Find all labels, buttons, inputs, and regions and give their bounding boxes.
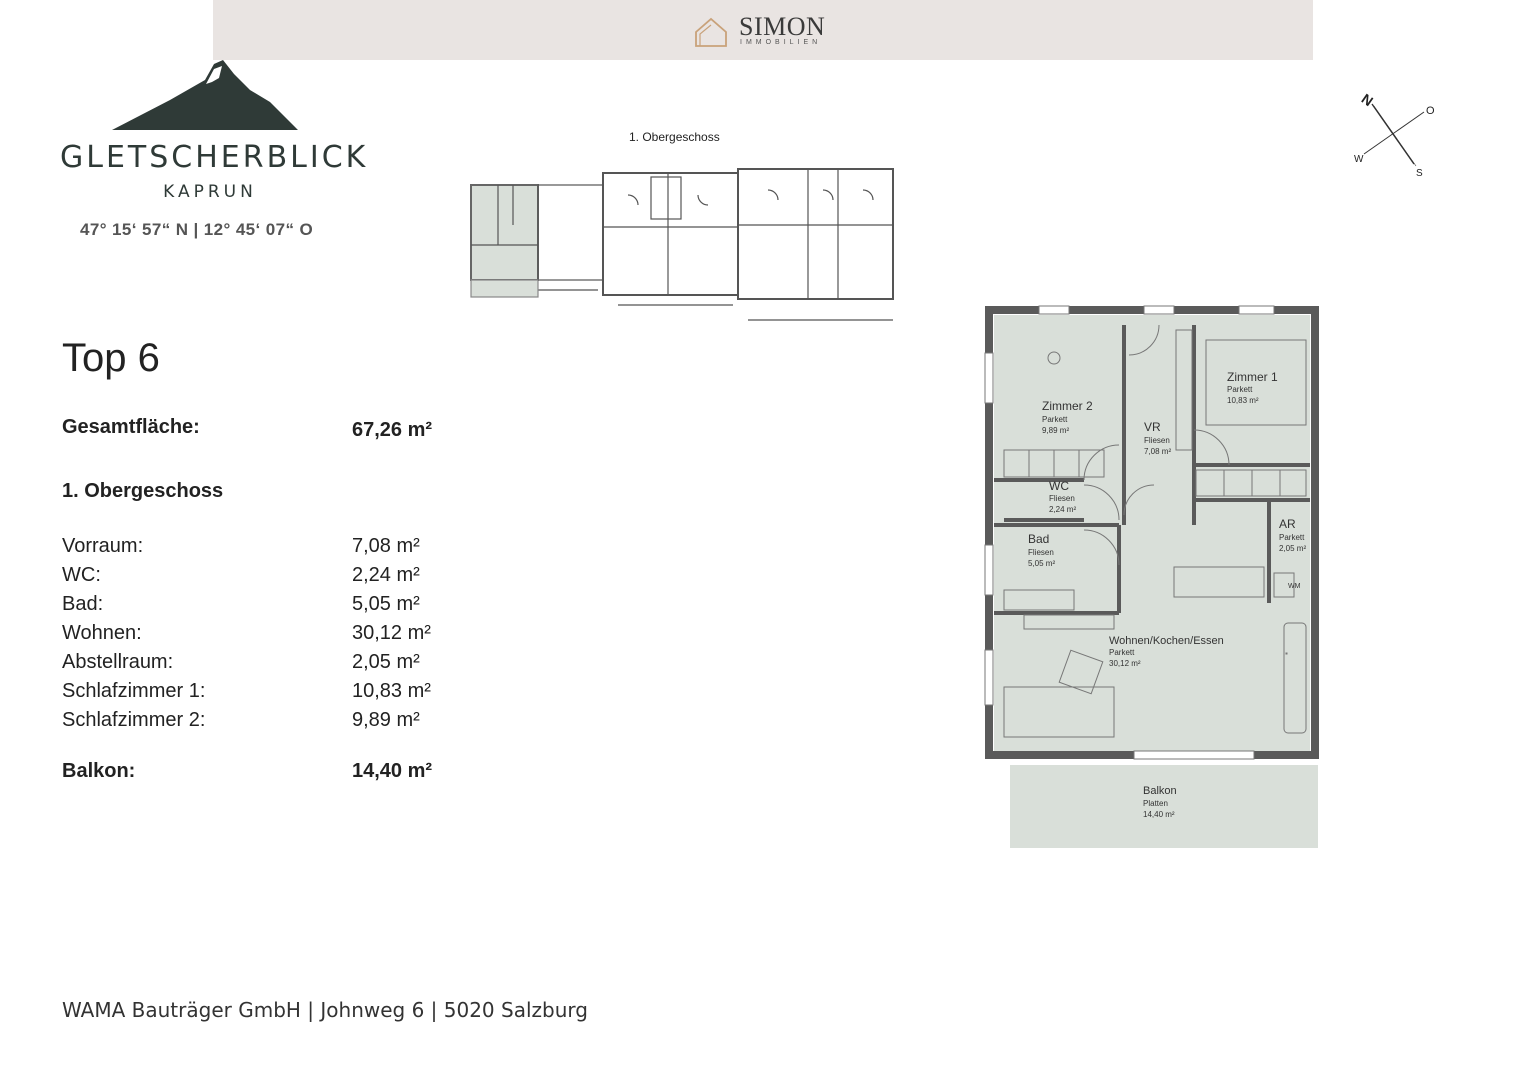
brand-logo[interactable]: SIMON IMMOBILIEN xyxy=(693,10,843,54)
room-label: Schlafzimmer 1: xyxy=(62,680,206,702)
plan-room-area: 9,89 m² xyxy=(1042,426,1069,435)
plan-room-area: 14,40 m² xyxy=(1143,810,1175,819)
mountain-logo-icon xyxy=(112,60,298,130)
header-bar xyxy=(213,0,1313,60)
unit-title: Top 6 xyxy=(62,336,160,380)
apartment-floor-plan: Zimmer 2 Parkett 9,89 m² Zimmer 1 Parket… xyxy=(984,305,1319,848)
plan-room-name: Wohnen/Kochen/Essen xyxy=(1109,635,1224,647)
plan-room-name: Zimmer 2 xyxy=(1042,399,1093,413)
room-value: 7,08 m² xyxy=(352,535,420,557)
project-location: KAPRUN xyxy=(163,182,257,202)
plan-room-floor: Fliesen xyxy=(1049,494,1075,503)
room-label: WC: xyxy=(62,564,101,586)
plan-room-floor: Parkett xyxy=(1279,533,1305,542)
project-title: GLETSCHERBLICK xyxy=(60,140,369,175)
geo-coordinates: 47° 15‘ 57“ N | 12° 45‘ 07“ O xyxy=(80,220,314,239)
footer-address: WAMA Bauträger GmbH | Johnweg 6 | 5020 S… xyxy=(62,998,588,1022)
room-value: 9,89 m² xyxy=(352,709,420,731)
plan-room-name: Zimmer 1 xyxy=(1227,370,1278,384)
building-overview-plan xyxy=(470,168,894,321)
plan-room-floor: Fliesen xyxy=(1028,548,1054,557)
room-value: 30,12 m² xyxy=(352,622,431,644)
plan-room-area: 5,05 m² xyxy=(1028,559,1055,568)
washing-machine-label: WM xyxy=(1288,583,1301,590)
compass-w-label: W xyxy=(1354,154,1364,165)
plan-room-floor: Parkett xyxy=(1109,648,1135,657)
plan-room-floor: Platten xyxy=(1143,799,1168,808)
plan-room-area: 2,24 m² xyxy=(1049,505,1076,514)
plan-room-floor: Fliesen xyxy=(1144,436,1170,445)
room-value: 2,05 m² xyxy=(352,651,420,673)
total-area-label: Gesamtfläche: xyxy=(62,416,200,438)
overview-title: 1. Obergeschoss xyxy=(629,130,720,144)
house-icon xyxy=(695,17,727,47)
brand-subtitle: IMMOBILIEN xyxy=(740,39,822,46)
brand-name: SIMON xyxy=(739,12,826,41)
plan-room-area: 2,05 m² xyxy=(1279,544,1306,553)
plan-room-floor: Parkett xyxy=(1227,385,1253,394)
room-value: 5,05 m² xyxy=(352,593,420,615)
total-area-value: 67,26 m² xyxy=(352,419,433,441)
room-label: Schlafzimmer 2: xyxy=(62,709,206,731)
room-label: Vorraum: xyxy=(62,535,144,557)
plan-room-name: WC xyxy=(1049,479,1069,493)
compass-icon: N O S W xyxy=(1354,90,1435,178)
plan-room-name: Bad xyxy=(1028,532,1049,546)
floor-label: 1. Obergeschoss xyxy=(62,480,224,502)
compass-o-label: O xyxy=(1426,105,1435,117)
room-value: 2,24 m² xyxy=(352,564,420,586)
plan-room-name: VR xyxy=(1144,420,1161,434)
room-value: 10,83 m² xyxy=(352,680,431,702)
room-label: Wohnen: xyxy=(62,622,142,644)
plan-room-area: 7,08 m² xyxy=(1144,447,1171,456)
plan-room-area: 30,12 m² xyxy=(1109,659,1141,668)
room-label: Bad: xyxy=(62,593,104,615)
balcony-label: Balkon: xyxy=(62,760,136,782)
plan-room-name: AR xyxy=(1279,517,1296,531)
plan-room-name: Balkon xyxy=(1143,785,1177,797)
room-label: Abstellraum: xyxy=(62,651,174,673)
compass-s-label: S xyxy=(1416,168,1423,178)
plan-room-area: 10,83 m² xyxy=(1227,396,1259,405)
plan-room-floor: Parkett xyxy=(1042,415,1068,424)
balcony-value: 14,40 m² xyxy=(352,760,433,782)
